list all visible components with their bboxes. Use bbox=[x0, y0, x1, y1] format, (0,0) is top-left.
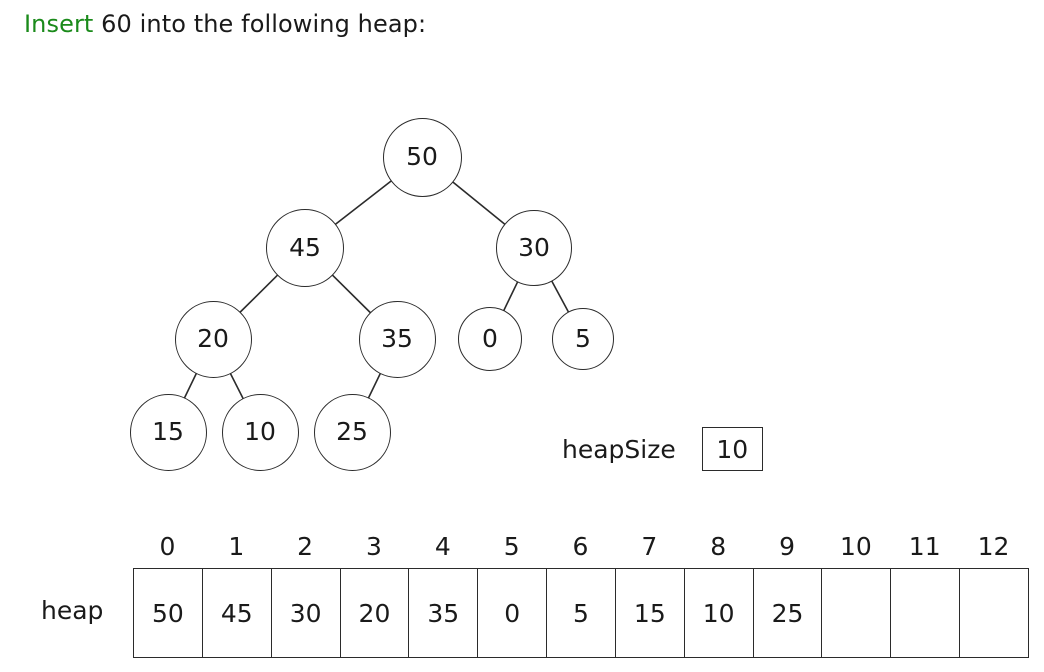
tree-edge bbox=[239, 274, 279, 314]
tree-edge bbox=[550, 280, 570, 313]
tree-edge bbox=[502, 280, 519, 312]
tree-node-label: 5 bbox=[575, 323, 591, 353]
tree-node-label: 25 bbox=[336, 416, 368, 446]
tree-edge bbox=[331, 274, 371, 314]
array-index-label: 4 bbox=[434, 532, 451, 561]
tree-edge bbox=[367, 372, 382, 399]
array-index-label: 11 bbox=[908, 532, 941, 561]
array-cell[interactable]: 45 bbox=[203, 569, 272, 657]
tree-node[interactable]: 5 bbox=[552, 308, 614, 370]
tree-node[interactable]: 0 bbox=[458, 307, 522, 371]
prompt-rest: 60 into the following heap: bbox=[93, 10, 427, 38]
array-cell[interactable]: 30 bbox=[272, 569, 341, 657]
array-cell[interactable]: 0 bbox=[478, 569, 548, 657]
array-cell[interactable]: 15 bbox=[616, 569, 685, 657]
array-label: heap bbox=[41, 596, 104, 625]
tree-node[interactable]: 35 bbox=[358, 300, 436, 378]
array-cell[interactable]: 10 bbox=[685, 569, 754, 657]
tree-node-label: 10 bbox=[244, 416, 276, 446]
tree-edge bbox=[183, 372, 198, 399]
tree-node[interactable]: 20 bbox=[174, 300, 252, 378]
array-index-label: 6 bbox=[572, 532, 589, 561]
prompt-keyword: Insert bbox=[24, 10, 94, 38]
tree-edge bbox=[229, 372, 244, 399]
tree-node-label: 50 bbox=[406, 141, 438, 171]
array-cell[interactable]: 20 bbox=[341, 569, 410, 657]
tree-node[interactable]: 45 bbox=[266, 209, 344, 287]
tree-edges bbox=[183, 180, 570, 399]
tree-node[interactable]: 15 bbox=[129, 393, 207, 471]
tree-node-label: 30 bbox=[518, 232, 550, 262]
tree-node[interactable]: 10 bbox=[221, 393, 299, 471]
heap-tree-diagram: 50 45 30 20 35 0 5 15 10 25 bbox=[129, 117, 614, 471]
heapsize-group: heapSize 10 bbox=[562, 427, 763, 471]
tree-node-label: 35 bbox=[381, 323, 413, 353]
array-index-label: 3 bbox=[366, 532, 382, 561]
array-index-label: 7 bbox=[641, 532, 658, 561]
tree-edge bbox=[334, 180, 393, 226]
tree-node[interactable]: 30 bbox=[496, 210, 572, 286]
heapsize-value-box[interactable]: 10 bbox=[701, 427, 763, 471]
array-index-label: 12 bbox=[977, 532, 1010, 561]
array-index-label: 2 bbox=[297, 532, 314, 561]
tree-node-label: 20 bbox=[197, 323, 229, 353]
array-cell[interactable] bbox=[960, 569, 1029, 657]
array-index-label: 10 bbox=[839, 532, 872, 561]
array-cell[interactable] bbox=[822, 569, 892, 657]
tree-node[interactable]: 25 bbox=[313, 393, 391, 471]
array-cell[interactable]: 35 bbox=[409, 569, 479, 657]
tree-edge bbox=[451, 180, 506, 226]
tree-node-label: 45 bbox=[289, 232, 321, 262]
tree-node-label: 0 bbox=[482, 323, 498, 353]
array-cell[interactable] bbox=[891, 569, 961, 657]
array-cell[interactable]: 25 bbox=[754, 569, 823, 657]
array-cell[interactable]: 50 bbox=[134, 569, 203, 657]
array-index-label: 9 bbox=[779, 532, 795, 561]
array-index-label: 8 bbox=[710, 532, 727, 561]
array-cell[interactable]: 5 bbox=[547, 569, 616, 657]
prompt-text: Insert 60 into the following heap: bbox=[24, 8, 426, 40]
array-index-label: 0 bbox=[159, 532, 176, 561]
tree-node-label: 15 bbox=[152, 416, 184, 446]
tree-node[interactable]: 50 bbox=[382, 117, 462, 197]
heapsize-label: heapSize bbox=[562, 434, 676, 464]
array-index-label: 1 bbox=[228, 532, 245, 561]
array-index-label: 5 bbox=[503, 532, 520, 561]
